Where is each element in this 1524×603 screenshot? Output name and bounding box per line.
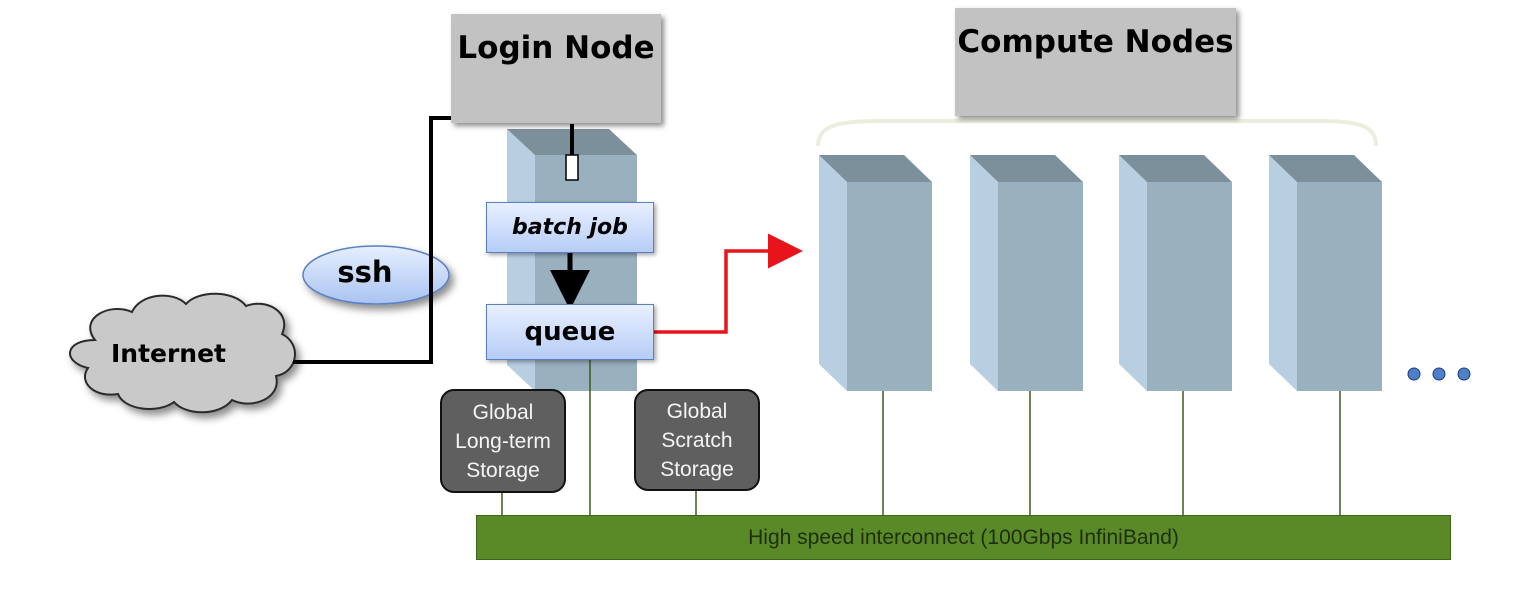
long-term-storage-label: Global Long-term Storage (455, 400, 551, 482)
ssh-ellipse (302, 245, 450, 305)
global-scratch-storage: Global Scratch Storage (634, 389, 760, 491)
internet-to-login-line (293, 116, 452, 364)
login-node-box: Login Node (451, 14, 661, 123)
internet-label: Internet (110, 338, 227, 368)
dispatch-arrow (654, 233, 803, 334)
submit-port-icon (565, 154, 579, 181)
interconnect-links (501, 360, 1341, 515)
global-long-term-storage: Global Long-term Storage (440, 389, 566, 493)
scratch-storage-label: Global Scratch Storage (660, 399, 734, 481)
queue-label: queue (524, 317, 616, 347)
compute-nodes-box: Compute Nodes (955, 8, 1236, 116)
compute-server-2 (970, 155, 1083, 391)
compute-server-4 (1269, 155, 1382, 391)
more-nodes-icon (1407, 367, 1471, 381)
login-node-title: Login Node (457, 30, 655, 66)
interconnect-bar: High speed interconnect (100Gbps InfiniB… (476, 515, 1451, 560)
compute-server-3 (1119, 155, 1232, 391)
batch-job-box: batch job (486, 202, 654, 253)
batch-job-label: batch job (512, 215, 628, 240)
compute-server-1 (819, 155, 932, 391)
internet-cloud-icon (69, 292, 296, 414)
queue-box: queue (486, 304, 654, 360)
compute-group-brace (816, 119, 1378, 147)
interconnect-label: High speed interconnect (100Gbps InfiniB… (748, 525, 1179, 549)
compute-nodes-title: Compute Nodes (957, 24, 1234, 60)
ssh-label: ssh (337, 255, 393, 289)
